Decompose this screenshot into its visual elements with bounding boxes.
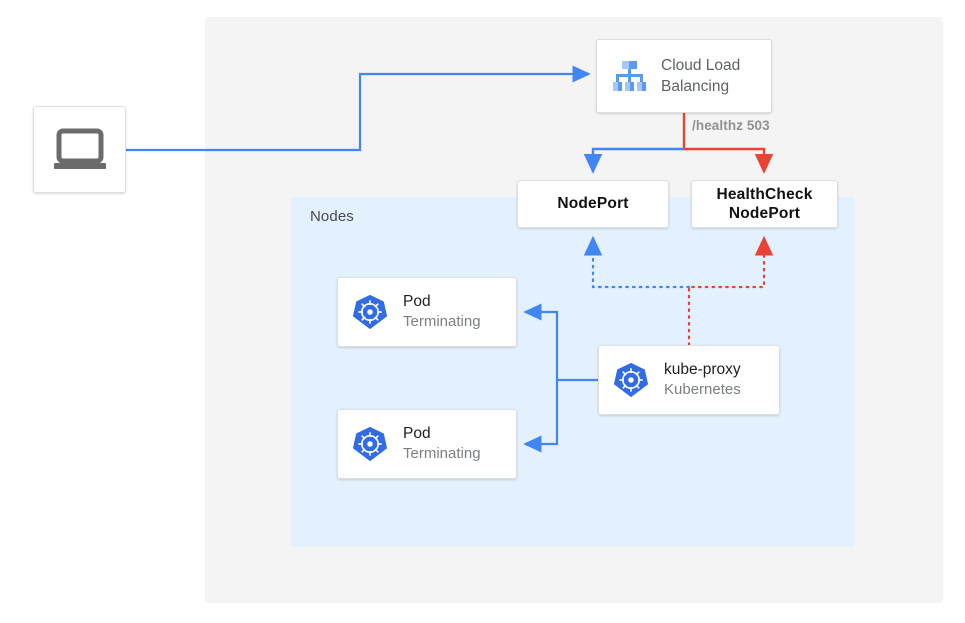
healthcheck-nodeport-label-line2: NodePort — [728, 205, 801, 222]
kubernetes-icon — [352, 294, 388, 330]
kube-proxy-subtitle: Kubernetes — [664, 380, 741, 398]
pod-1-status: Terminating — [403, 312, 481, 330]
pod-1-title: Pod — [403, 292, 431, 310]
pod-2-status: Terminating — [403, 444, 481, 462]
kubernetes-icon — [352, 426, 388, 462]
healthz-label: /healthz 503 — [692, 118, 770, 133]
pod-node-2[interactable]: Pod Terminating — [337, 409, 517, 479]
pod-2-title: Pod — [403, 424, 431, 442]
kubernetes-icon — [613, 362, 649, 398]
healthcheck-nodeport-label: HealthCheck NodePort — [716, 185, 812, 224]
healthcheck-nodeport-node[interactable]: HealthCheck NodePort — [691, 180, 838, 228]
healthcheck-nodeport-label-line1: HealthCheck — [716, 185, 813, 203]
kube-proxy-node[interactable]: kube-proxy Kubernetes — [598, 345, 780, 415]
cloud-load-balancing-node[interactable]: Cloud Load Balancing — [596, 39, 772, 113]
cloud-load-balancing-label: Cloud Load Balancing — [661, 55, 740, 98]
nodeport-node[interactable]: NodePort — [517, 180, 669, 228]
cloud-load-balancing-icon — [613, 61, 646, 91]
nodes-panel-label: Nodes — [310, 208, 354, 225]
cloud-load-balancing-label-line2: Balancing — [661, 78, 730, 95]
nodeport-label: NodePort — [557, 195, 629, 213]
cloud-load-balancing-label-line1: Cloud Load — [661, 56, 741, 74]
pod-node-1[interactable]: Pod Terminating — [337, 277, 517, 347]
pod-1-text: Pod Terminating — [403, 292, 481, 332]
pod-2-text: Pod Terminating — [403, 424, 481, 464]
client-node[interactable] — [33, 106, 126, 193]
kube-proxy-text: kube-proxy Kubernetes — [664, 360, 741, 400]
laptop-icon — [53, 128, 106, 169]
kube-proxy-title: kube-proxy — [664, 360, 741, 378]
